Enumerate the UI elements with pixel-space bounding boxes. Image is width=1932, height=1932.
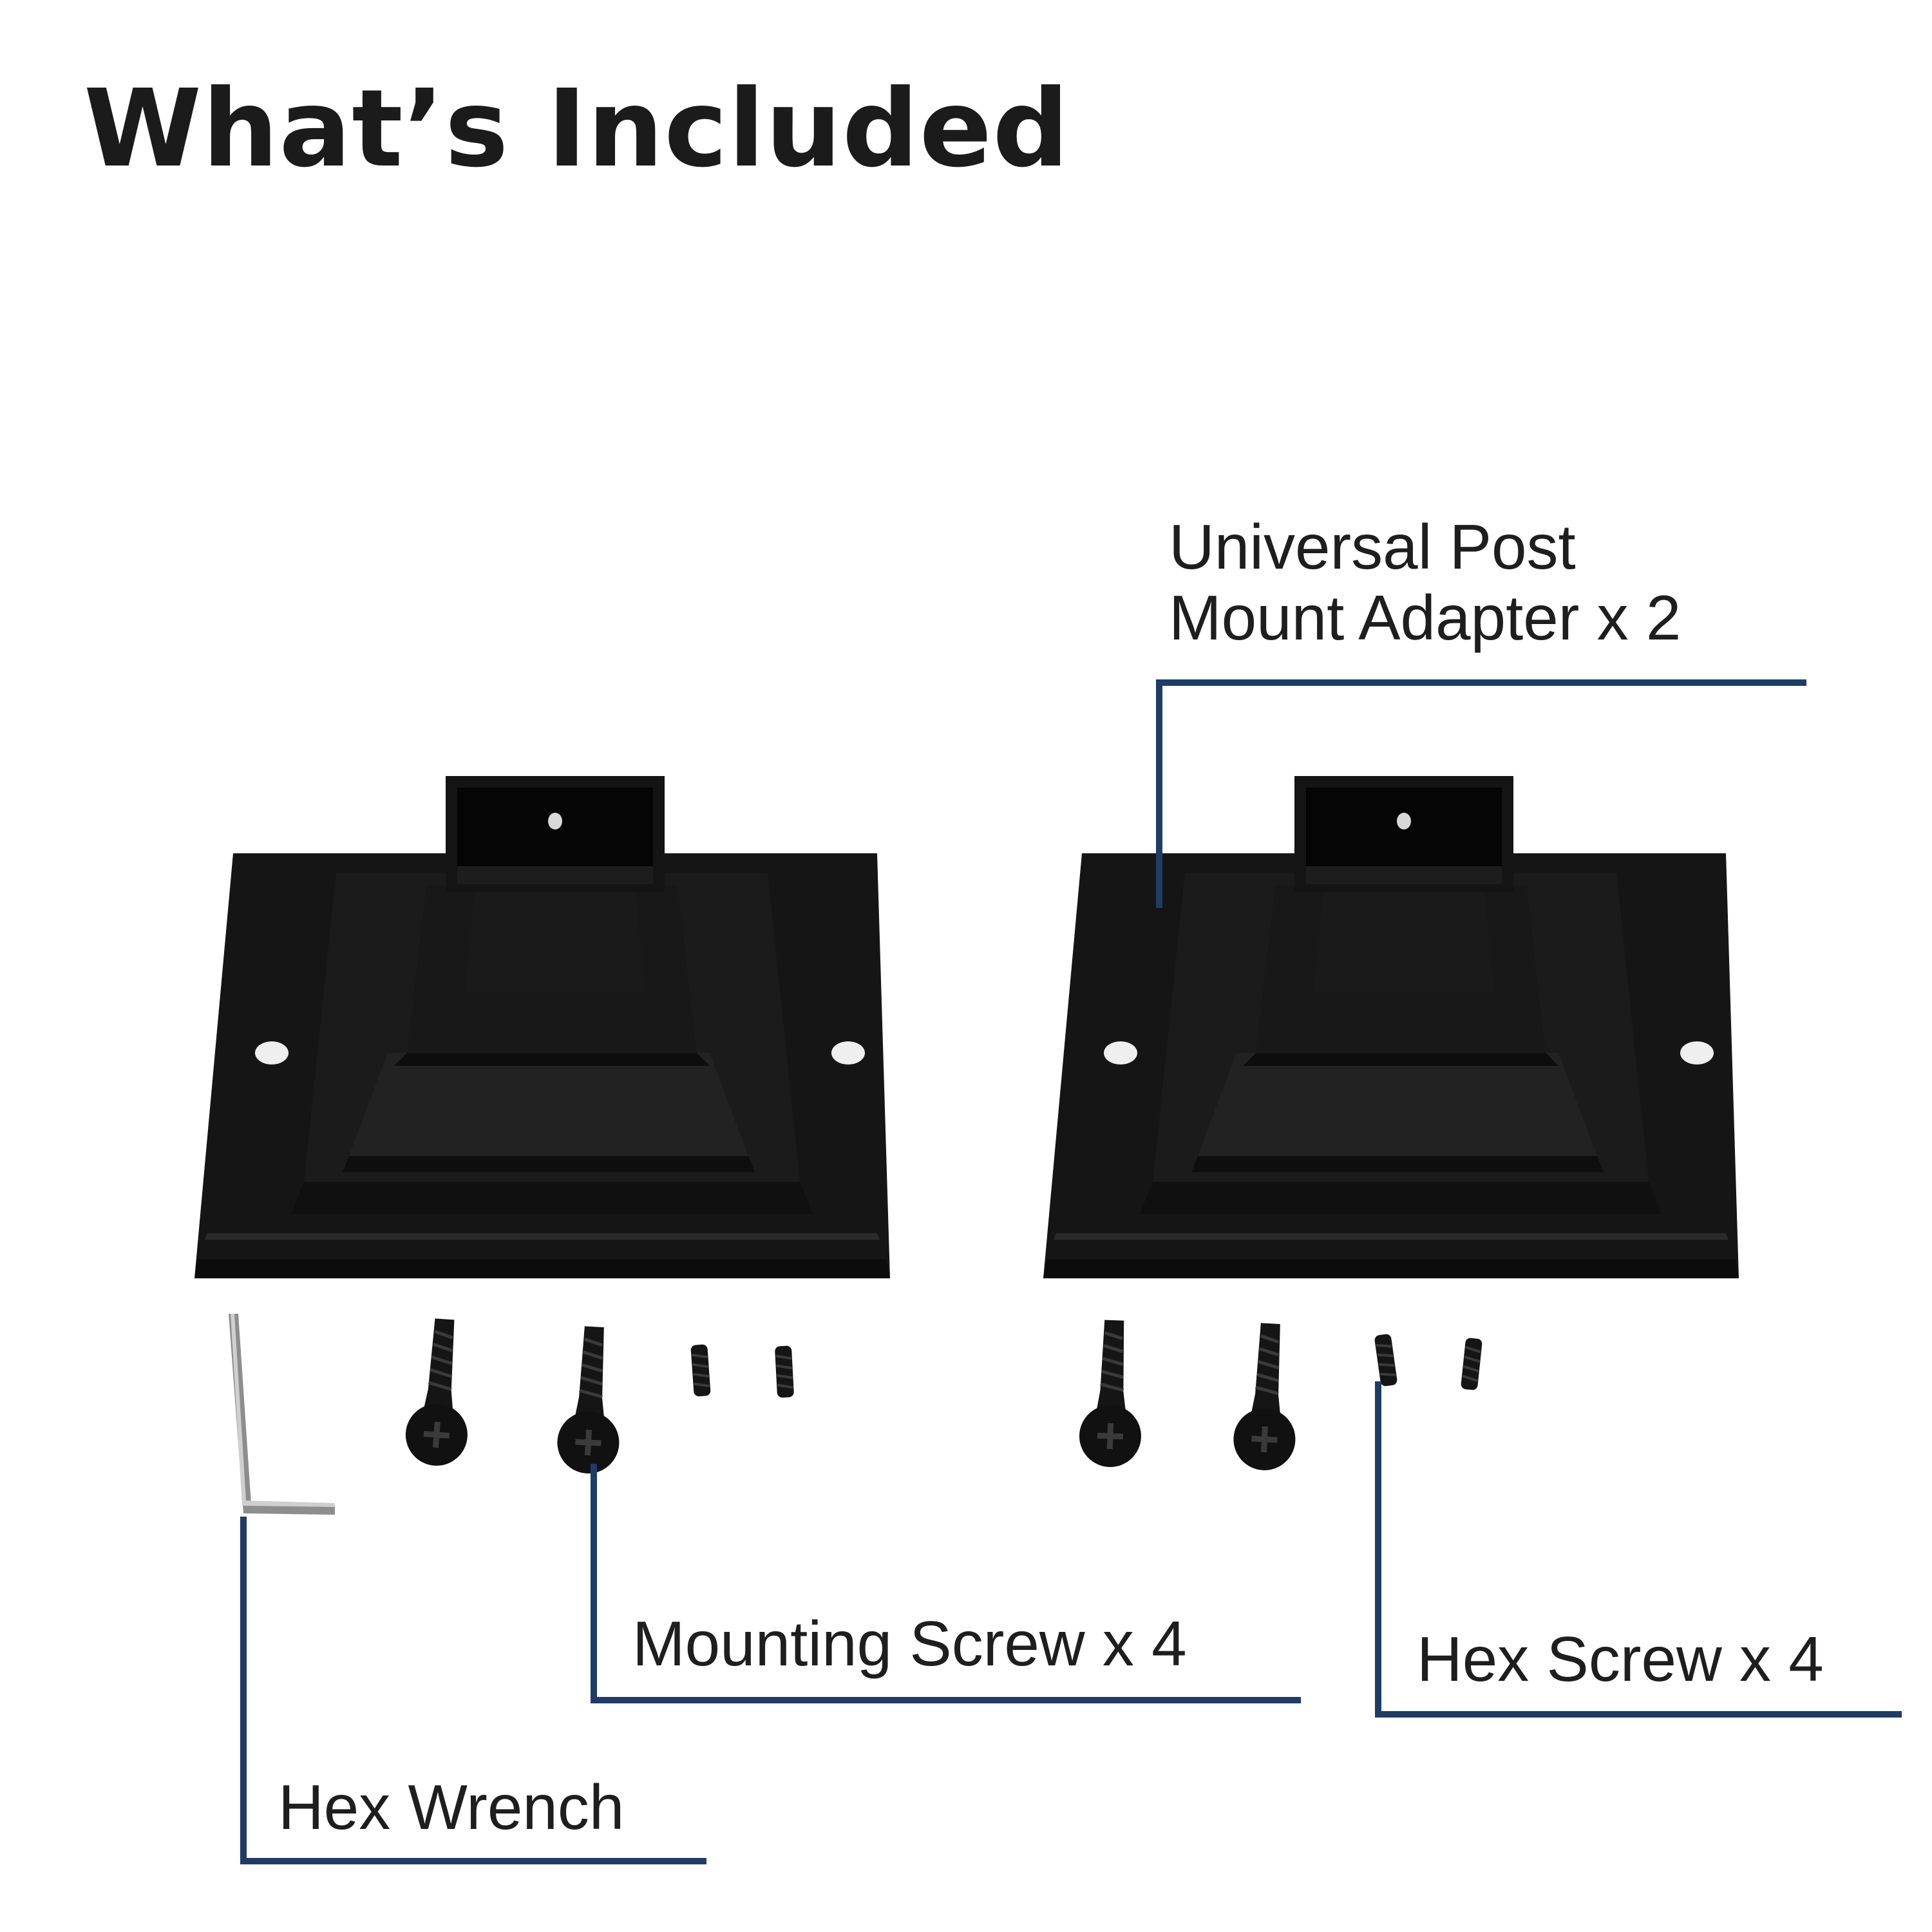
label-hex-wrench: Hex Wrench xyxy=(278,1772,625,1842)
page-title: What’s Included xyxy=(84,67,1070,191)
hex-wrench xyxy=(229,1314,335,1515)
callout-line-hex-wrench xyxy=(240,1517,706,1864)
post-mount-adapter-left xyxy=(194,776,890,1278)
mounting-screw xyxy=(1078,1319,1145,1468)
label-mounting-screw: Mounting Screw x 4 xyxy=(632,1608,1187,1679)
hex-screw xyxy=(689,1343,712,1398)
label-post-mount-adapter: Universal Post Mount Adapter x 2 xyxy=(1169,511,1681,654)
hex-screw xyxy=(775,1345,794,1397)
label-line: Universal Post xyxy=(1169,511,1576,582)
label-hex-screw: Hex Screw x 4 xyxy=(1417,1624,1824,1694)
hex-screw xyxy=(1459,1336,1484,1392)
callout-line-adapter xyxy=(1156,679,1806,908)
mounting-screw xyxy=(1232,1322,1302,1472)
callout-line-mounting-screw xyxy=(591,1464,1301,1703)
mounting-screw xyxy=(556,1325,625,1475)
post-mount-adapter-right xyxy=(1043,776,1739,1278)
callout-line-hex-screw xyxy=(1375,1381,1902,1718)
label-line: Mount Adapter x 2 xyxy=(1169,582,1681,653)
mounting-screw xyxy=(404,1317,476,1468)
hex-screw xyxy=(1372,1332,1399,1388)
